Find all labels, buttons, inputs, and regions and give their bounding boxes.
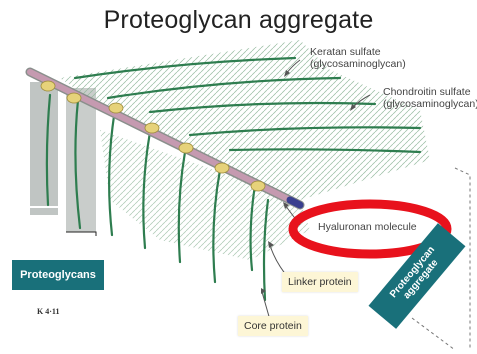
linker-protein-label: Linker protein	[282, 272, 358, 292]
keratan-label-line1: Keratan sulfate	[310, 46, 406, 58]
figure-code: K 4·11	[37, 307, 59, 316]
core-protein-label: Core protein	[238, 316, 308, 336]
hyaluronan-label: Hyaluronan molecule	[318, 221, 417, 233]
proteoglycans-label: Proteoglycans	[12, 260, 104, 290]
chondroitin-sulfate-label: Chondroitin sulfate (glycosaminoglycan)	[383, 86, 477, 110]
keratan-label-line2: (glycosaminoglycan)	[310, 58, 406, 70]
proteoglycan-panel-right	[66, 88, 96, 232]
keratan-sulfate-label: Keratan sulfate (glycosaminoglycan)	[310, 46, 406, 70]
diagram-title: Proteoglycan aggregate	[0, 6, 477, 35]
chondroitin-label-line2: (glycosaminoglycan)	[383, 98, 477, 110]
chondroitin-label-line1: Chondroitin sulfate	[383, 86, 477, 98]
proteoglycan-panel-left	[30, 82, 58, 215]
